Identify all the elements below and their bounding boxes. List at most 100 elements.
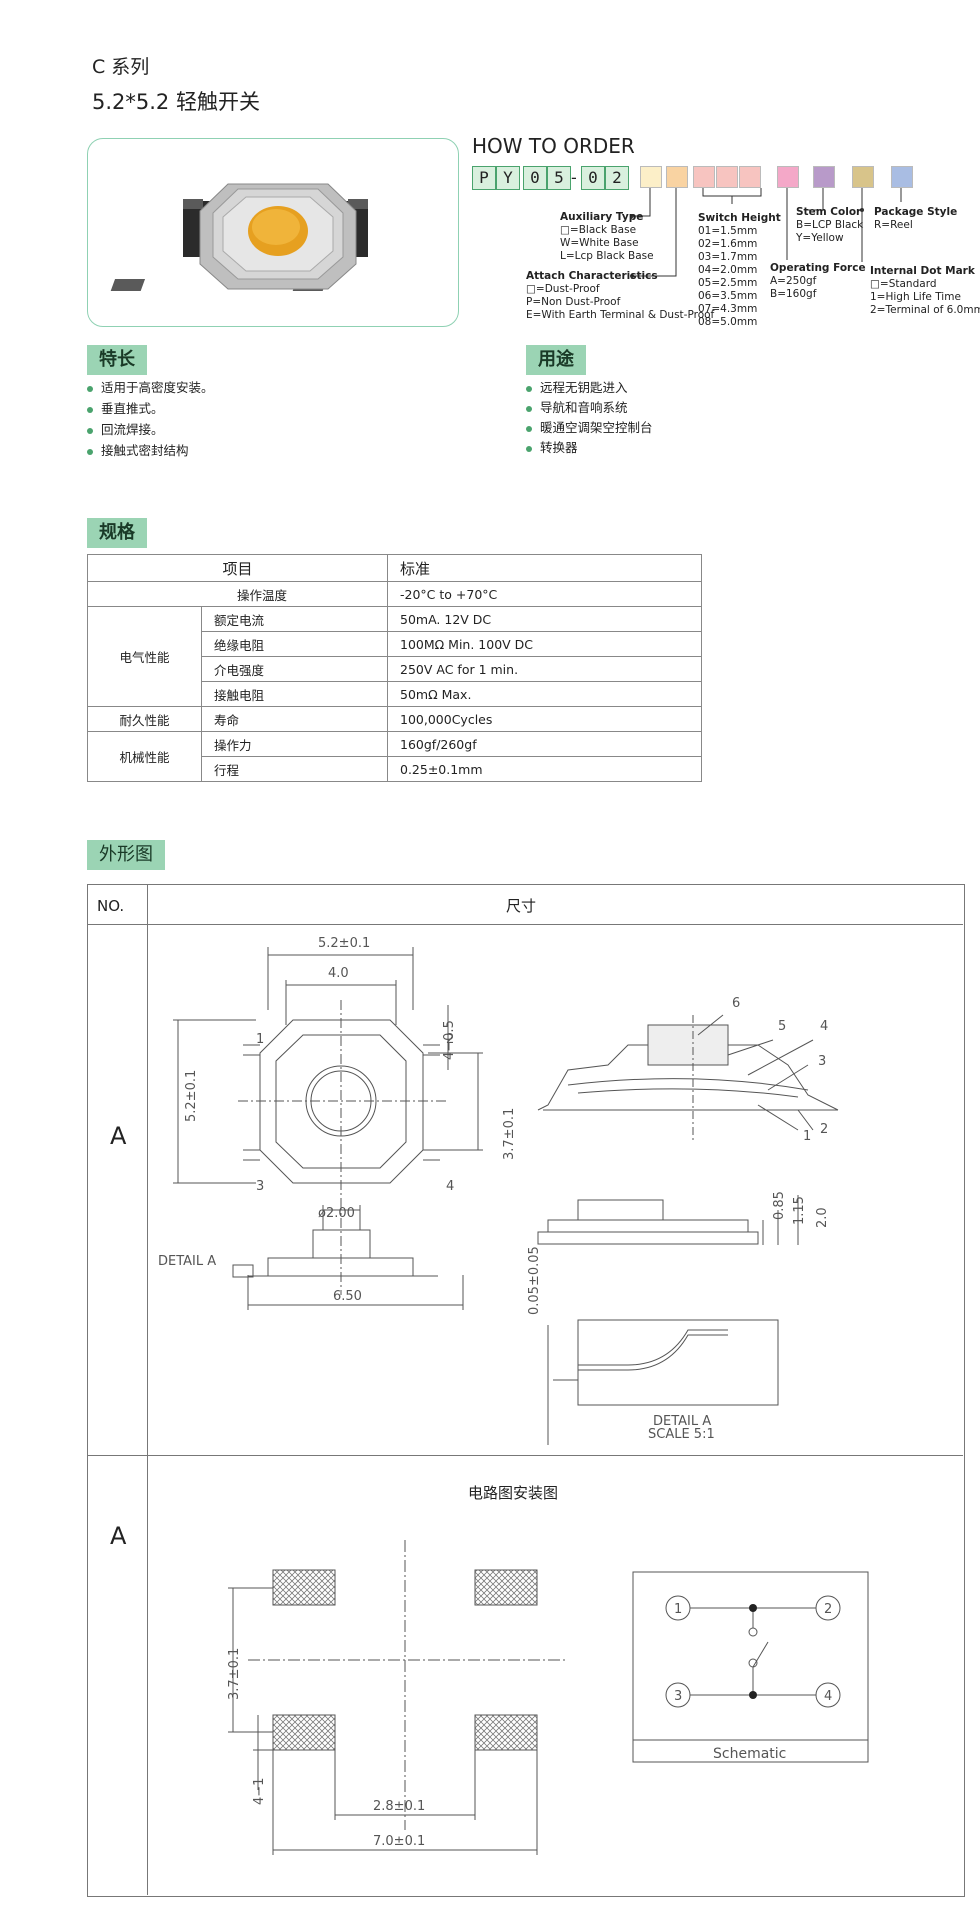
- dim-label: 6.50: [333, 1289, 362, 1304]
- swatch-dot: [852, 166, 874, 188]
- pin-label: 1: [256, 1032, 264, 1047]
- order-code-dash: -: [571, 168, 577, 187]
- attach-title: Attach Characteristics: [526, 270, 658, 282]
- auxiliary-3: L=Lcp Black Base: [560, 250, 654, 262]
- spec-heading: 规格: [87, 518, 147, 548]
- spec-table: 项目 标准 操作温度 -20°C to +70°C 电气性能 额定电流 50mA…: [87, 554, 702, 782]
- outline-divider-h: [87, 924, 963, 925]
- part-label: 2: [820, 1122, 828, 1137]
- attach-3: E=With Earth Terminal & Dust-Proof: [526, 309, 715, 321]
- auxiliary-1: □=Black Base: [560, 224, 637, 236]
- product-photo-frame: [87, 138, 459, 327]
- dim-label: 4.0: [328, 966, 349, 981]
- package-1: R=Reel: [874, 219, 913, 231]
- attach-2: P=Non Dust-Proof: [526, 296, 621, 308]
- dim-label: 5.2±0.1: [184, 1070, 199, 1122]
- dot-3: 2=Terminal of 6.0mm: [870, 304, 980, 316]
- application-item: 导航和音响系统: [526, 398, 628, 418]
- product-image: [110, 183, 368, 291]
- switch-item: 04=2.0mm: [698, 264, 758, 276]
- order-auxiliary: Auxiliary Type □=Black Base W=White Base…: [560, 211, 654, 263]
- dim-label: 2.8±0.1: [373, 1799, 425, 1814]
- spec-group: 电气性能: [87, 606, 202, 707]
- dim-label: 7.0±0.1: [373, 1834, 425, 1849]
- node-dot: [749, 1691, 757, 1699]
- dim-label: 4−0.5: [442, 1020, 457, 1060]
- order-internal-dot: Internal Dot Mark □=Standard 1=High Life…: [870, 265, 980, 317]
- attach-1: □=Dust-Proof: [526, 283, 600, 295]
- spec-value: -20°C to +70°C: [387, 581, 702, 607]
- dim-label: DETAIL A: [158, 1254, 216, 1269]
- spec-label: 额定电流: [201, 606, 388, 632]
- product-title: 5.2*5.2 轻触开关: [92, 90, 260, 114]
- feature-item: 适用于高密度安装。: [87, 378, 214, 398]
- dim-label: SCALE 5:1: [648, 1427, 715, 1442]
- spec-label: 绝缘电阻: [201, 631, 388, 657]
- feature-item: 接触式密封结构: [87, 441, 189, 461]
- dim-label: 0.85: [772, 1191, 787, 1220]
- pin-label: 4: [446, 1179, 454, 1194]
- dim-label: 2.0: [815, 1207, 830, 1228]
- switch-item: 01=1.5mm: [698, 225, 758, 237]
- outline-table: [87, 884, 965, 1897]
- spec-value: 50mΩ Max.: [387, 681, 702, 707]
- switch-item: 07=4.3mm: [698, 303, 758, 315]
- col-dim-label: 尺寸: [506, 897, 537, 915]
- series-label: C 系列: [92, 56, 150, 78]
- order-code-char: 0: [523, 166, 547, 190]
- spec-value: 160gf/260gf: [387, 731, 702, 757]
- part-label: 3: [818, 1054, 826, 1069]
- spec-group: 机械性能: [87, 731, 202, 782]
- how-to-order-title: HOW TO ORDER: [472, 134, 635, 158]
- spec-label: 介电强度: [201, 656, 388, 682]
- switch-item: 06=3.5mm: [698, 290, 758, 302]
- application-item: 暖通空调架空控制台: [526, 418, 653, 438]
- col-no-label: NO.: [97, 897, 125, 915]
- order-operating-force: Operating Force A=250gf B=160gf: [770, 262, 866, 301]
- swatch-height-3: [739, 166, 761, 188]
- spec-value: 0.25±0.1mm: [387, 756, 702, 782]
- application-item: 转换器: [526, 438, 578, 458]
- dim-label: 3.7±0.1: [502, 1108, 517, 1160]
- swatch-height-1: [693, 166, 715, 188]
- order-connector-lines: [630, 188, 902, 278]
- pin-label: 2: [824, 1602, 832, 1617]
- pin-label: 4: [824, 1689, 832, 1704]
- spec-value: 100,000Cycles: [387, 706, 702, 732]
- auxiliary-title: Auxiliary Type: [560, 211, 644, 223]
- stem-1: B=LCP Black: [796, 219, 864, 231]
- force-title: Operating Force: [770, 262, 866, 274]
- part-label: 5: [778, 1019, 786, 1034]
- swatch-package: [891, 166, 913, 188]
- row-no-label: A: [110, 1522, 127, 1550]
- dot-1: □=Standard: [870, 278, 937, 290]
- swatch-height-2: [716, 166, 738, 188]
- outline-heading: 外形图: [87, 840, 165, 870]
- pin-label: 3: [674, 1689, 682, 1704]
- spec-label: 接触电阻: [201, 681, 388, 707]
- application-item: 远程无钥匙进入: [526, 378, 628, 398]
- applications-heading: 用途: [526, 345, 586, 375]
- part-label: 4: [820, 1019, 828, 1034]
- feature-item: 垂直推式。: [87, 399, 164, 419]
- auxiliary-2: W=White Base: [560, 237, 639, 249]
- order-code-char: P: [472, 166, 496, 190]
- stem-title: Stem Color: [796, 206, 862, 218]
- order-code-char: 5: [547, 166, 571, 190]
- spec-head-item: 项目: [87, 554, 388, 582]
- order-code-char: 2: [605, 166, 629, 190]
- mounting-drawing: 3.7±0.1 2.8±0.1 7.0±0.1 4−1 Schematic 1 …: [227, 1540, 869, 1855]
- dim-label: DETAIL A: [653, 1414, 711, 1429]
- package-title: Package Style: [874, 206, 958, 218]
- swatch-attach: [666, 166, 688, 188]
- spec-head-standard: 标准: [387, 554, 702, 582]
- stem-2: Y=Yellow: [796, 232, 844, 244]
- swatch-auxiliary: [640, 166, 662, 188]
- switch-title: Switch Height: [698, 212, 781, 224]
- outline-drawing: 5.2±0.1 4.0 4−0.5 5.2±0.1 3.7±0.1 ø2.00 …: [158, 936, 839, 1445]
- force-1: A=250gf: [770, 275, 817, 287]
- switch-item: 05=2.5mm: [698, 277, 758, 289]
- pin-label: 2: [446, 1032, 454, 1047]
- order-code-char: Y: [496, 166, 520, 190]
- dim-label: 1.15: [792, 1196, 807, 1225]
